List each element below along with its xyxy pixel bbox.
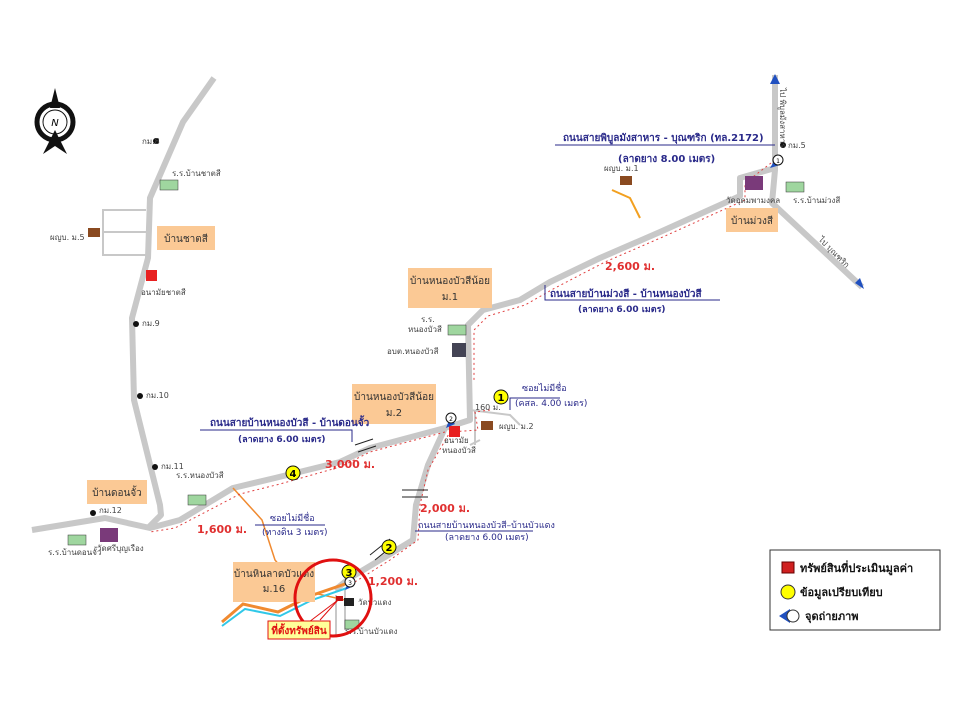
svg-text:อนามัยชาตสี: อนามัยชาตสี [141, 288, 186, 297]
svg-text:วัดศรีบุญเรือง: วัดศรีบุญเรือง [97, 544, 144, 553]
svg-text:ผญบ. ม.2: ผญบ. ม.2 [499, 422, 534, 431]
svg-text:ร.ร.บ้านชาตสี: ร.ร.บ้านชาตสี [172, 169, 221, 178]
subject-highlight-circle [293, 558, 373, 638]
svg-text:บ้านหนองบัวสีน้อย: บ้านหนองบัวสีน้อย [410, 275, 490, 287]
svg-text:2: 2 [386, 543, 393, 554]
svg-text:ม.2: ม.2 [386, 408, 402, 419]
svg-text:อบต.หนองบัวสี: อบต.หนองบัวสี [387, 347, 439, 356]
svg-text:หนองบัวสี: หนองบัวสี [408, 325, 442, 334]
svg-text:ร.ร.หนองบัวสี: ร.ร.หนองบัวสี [176, 471, 224, 480]
svg-text:บ้านหนองบัวสีน้อย: บ้านหนองบัวสีน้อย [354, 391, 434, 403]
subject-legend-icon [781, 561, 795, 574]
svg-text:กม.11: กม.11 [161, 462, 184, 471]
village-box-chatsi [157, 226, 215, 250]
svg-text:ถนนสายบ้านหนองบัวสี–บ้านบัวแดง: ถนนสายบ้านหนองบัวสี–บ้านบัวแดง [418, 520, 555, 531]
svg-text:3: 3 [346, 568, 353, 579]
svg-text:(ลาดยาง 8.00 เมตร): (ลาดยาง 8.00 เมตร) [618, 154, 715, 165]
svg-text:4: 4 [290, 469, 297, 480]
route-line [473, 159, 776, 380]
svg-text:2: 2 [449, 416, 453, 423]
svg-text:บ้านม่วงสี: บ้านม่วงสี [731, 215, 773, 227]
svg-text:1,200 ม.: 1,200 ม. [368, 575, 418, 588]
svg-text:(ลาดยาง 6.00 เมตร): (ลาดยาง 6.00 เมตร) [238, 435, 326, 445]
comparable-legend-icon [780, 584, 796, 600]
road-muangsi-nongbua [444, 165, 776, 431]
house-icon [88, 176, 632, 430]
svg-text:ร.ร.: ร.ร. [421, 315, 435, 324]
svg-text:วัดอุดมพามงคล: วัดอุดมพามงคล [726, 196, 780, 205]
road-west-north [129, 76, 217, 531]
village-box-muangsi [726, 208, 778, 232]
svg-text:(ทางดิน 3 เมตร): (ทางดิน 3 เมตร) [262, 527, 328, 538]
subject-property-icon [336, 596, 343, 601]
svg-text:กม.5: กม.5 [788, 141, 806, 150]
photo-legend-icon [779, 609, 800, 623]
svg-text:2,600 ม.: 2,600 ม. [605, 260, 655, 273]
svg-text:บ้านชาตสี: บ้านชาตสี [164, 233, 208, 245]
svg-text:(ลาดยาง 6.00 เมตร): (ลาดยาง 6.00 เมตร) [578, 305, 666, 315]
photo-point-icon-3: 3 [344, 576, 356, 590]
temple-icon [100, 176, 763, 606]
lane-soi1 [469, 409, 521, 426]
health-center-icon [146, 270, 460, 437]
svg-text:ร.ร.บ้านม่วงสี: ร.ร.บ้านม่วงสี [793, 196, 840, 205]
svg-text:ร.ร.บ้านดอนจั้ว: ร.ร.บ้านดอนจั้ว [48, 546, 101, 557]
svg-text:ซอยไม่มีชื่อ: ซอยไม่มีชื่อ [522, 381, 567, 394]
svg-text:ผญบ. ม.5: ผญบ. ม.5 [50, 233, 85, 242]
village-box-nongbua-m1 [408, 268, 492, 308]
svg-text:กม.9: กม.9 [142, 319, 160, 328]
svg-text:ถนนสายบ้านหนองบัวสี - บ้านดอนจ: ถนนสายบ้านหนองบัวสี - บ้านดอนจั้ว [210, 415, 370, 429]
subject-label: ที่ตั้งทรัพย์สิน [271, 623, 326, 637]
svg-text:ถนนสายบ้านม่วงสี - บ้านหนองบัว: ถนนสายบ้านม่วงสี - บ้านหนองบัวสี [550, 288, 702, 300]
svg-text:1: 1 [776, 158, 780, 165]
north-arrow-icon: N [34, 88, 76, 154]
svg-text:ถนนสายพิบูลมังสาหาร - บุณฑริก: ถนนสายพิบูลมังสาหาร - บุณฑริก (ทล.2172) [563, 132, 764, 145]
svg-text:จุดถ่ายภาพ: จุดถ่ายภาพ [805, 610, 859, 624]
direction-arrow-icon [770, 74, 864, 289]
svg-text:บ้านดอนจั้ว: บ้านดอนจั้ว [92, 485, 142, 499]
svg-text:กม.10: กม.10 [146, 391, 169, 400]
comparable-marker-1: 1 [493, 389, 509, 405]
km-marker-icon [90, 138, 786, 516]
photo-point-icon-2: 2 [445, 412, 457, 428]
svg-text:ซอยไม่มีชื่อ: ซอยไม่มีชื่อ [270, 511, 315, 524]
svg-text:ร.ร.บ้านบัวแดง: ร.ร.บ้านบัวแดง [345, 627, 398, 636]
svg-text:160 ม.: 160 ม. [475, 403, 501, 412]
svg-text:(คสล. 4.00 เมตร): (คสล. 4.00 เมตร) [515, 399, 587, 409]
svg-text:อนามัย: อนามัย [444, 436, 469, 445]
svg-text:ข้อมูลเปรียบเทียบ: ข้อมูลเปรียบเทียบ [800, 586, 883, 600]
river [221, 587, 348, 627]
svg-text:2,000 ม.: 2,000 ม. [420, 502, 470, 515]
svg-text:ไป พิบูลมังสาหาร: ไป พิบูลมังสาหาร [777, 87, 787, 148]
village-box-nongbua-m2 [352, 384, 436, 424]
school-icon [67, 179, 805, 630]
tao-office-icon [452, 343, 466, 357]
svg-text:ม.16: ม.16 [263, 584, 286, 595]
comparable-marker-4: 4 [285, 465, 301, 481]
svg-text:3: 3 [348, 580, 352, 587]
svg-text:1: 1 [498, 393, 505, 404]
village-box-donchua [87, 480, 147, 504]
road-main-2172 [769, 75, 865, 290]
svg-text:1,600 ม.: 1,600 ม. [197, 523, 247, 536]
svg-text:(ลาดยาง 6.00 เมตร): (ลาดยาง 6.00 เมตร) [445, 533, 529, 543]
photo-point-icon-1: 1 [770, 154, 784, 168]
svg-text:ผญบ. ม.1: ผญบ. ม.1 [604, 164, 639, 173]
svg-text:3,000 ม.: 3,000 ม. [325, 458, 375, 471]
svg-text:ม.1: ม.1 [442, 292, 458, 303]
comparable-marker-2: 2 [381, 539, 397, 555]
legend: ทรัพย์สินที่ประเมินมูลค่า ข้อมูลเปรียบเท… [769, 549, 941, 631]
roads [31, 75, 865, 635]
svg-text:หนองบัวสี: หนองบัวสี [442, 446, 476, 455]
svg-text:ทรัพย์สินที่ประเมินมูลค่า: ทรัพย์สินที่ประเมินมูลค่า [800, 560, 913, 576]
svg-text:วัดบัวแดง: วัดบัวแดง [358, 598, 392, 607]
svg-text:บ้านหินลาดบัวแดง: บ้านหินลาดบัวแดง [234, 568, 314, 580]
village-box-hinlat [233, 562, 315, 602]
svg-text:กม.8: กม.8 [142, 137, 160, 146]
svg-text:กม.12: กม.12 [99, 506, 122, 515]
north-letter: N [51, 118, 59, 129]
lane-head-m1 [611, 189, 641, 219]
